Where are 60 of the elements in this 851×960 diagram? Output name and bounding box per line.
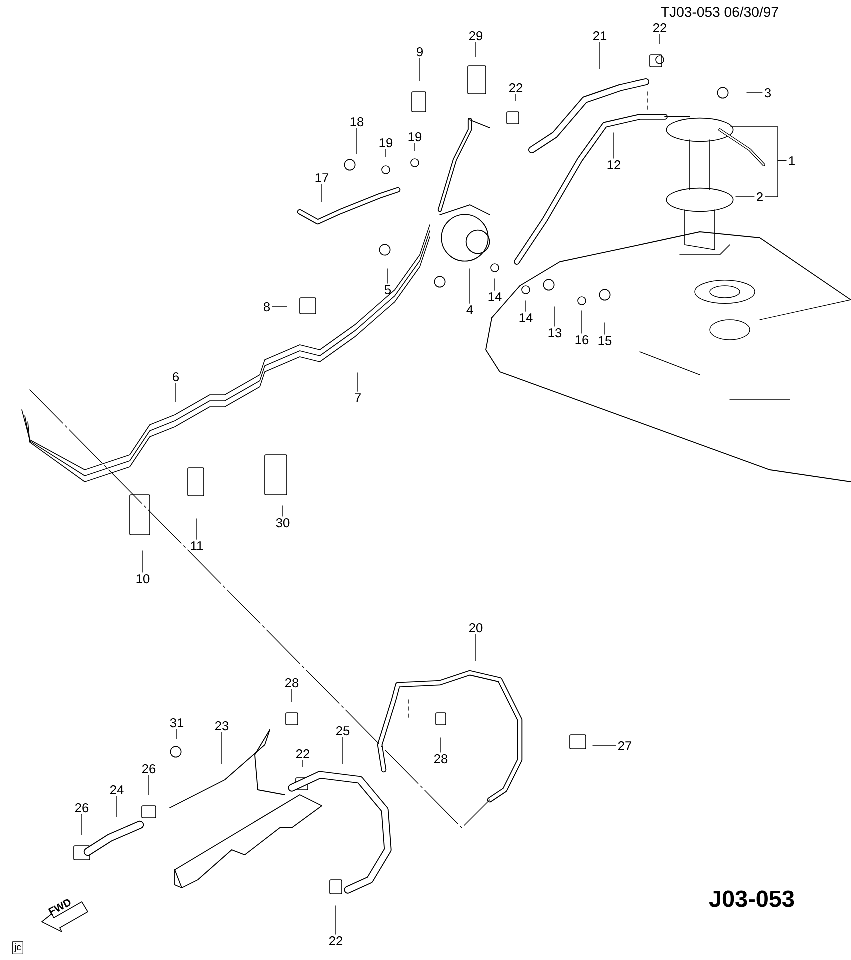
callout-number: 19: [380, 138, 393, 148]
leader-line: [494, 278, 496, 291]
leader-line: [302, 760, 304, 768]
callout-number: 21: [593, 32, 607, 40]
callout-number: 22: [329, 936, 343, 946]
leader-line: [736, 196, 755, 198]
header-label: TJ03-053 06/30/97: [661, 6, 778, 18]
callout-number: 29: [469, 31, 483, 41]
leader-line: [765, 160, 787, 198]
leader-line: [414, 143, 416, 152]
leader-line: [440, 738, 442, 753]
callout-number: 3: [764, 88, 772, 98]
leader-line: [116, 796, 118, 818]
callout-number: 14: [520, 314, 533, 322]
callout-number: 31: [170, 718, 184, 728]
leader-line: [746, 92, 763, 94]
leader-line: [356, 128, 358, 154]
callout-number: 1: [789, 156, 795, 166]
leader-line: [196, 518, 198, 540]
leader-line: [342, 737, 344, 764]
callout-number: 16: [576, 335, 589, 345]
leader-line: [272, 306, 288, 308]
callout-number: 7: [355, 394, 361, 402]
callout-number: 8: [264, 302, 270, 312]
callout-number: 13: [548, 328, 562, 338]
callout-number: 23: [215, 721, 229, 731]
callout-number: 19: [408, 132, 422, 142]
leader-line: [554, 306, 556, 327]
callout-number: 28: [434, 754, 448, 764]
leader-line: [604, 322, 606, 335]
callout-number: 9: [417, 47, 423, 57]
leader-line: [142, 550, 144, 573]
callout-number: 26: [75, 803, 89, 813]
callout-number: 30: [276, 518, 290, 528]
figure-number: J03-053: [709, 890, 794, 908]
callout-number: 22: [509, 84, 523, 92]
callout-number: 22: [653, 24, 667, 32]
callout-number: 20: [469, 623, 483, 633]
callout-number: 4: [466, 306, 474, 314]
callout-number: 24: [110, 786, 124, 794]
callout-number: 22: [296, 750, 310, 758]
callout-number: 25: [336, 726, 350, 736]
callout-number: 10: [136, 574, 150, 584]
callout-number: 17: [316, 174, 329, 182]
callout-number: 11: [191, 542, 204, 550]
callout-number: 2: [757, 192, 763, 202]
leader-line: [176, 729, 178, 740]
code-label: jc: [12, 942, 24, 954]
leader-line: [148, 775, 150, 796]
callout-number: 27: [618, 742, 632, 750]
leader-line: [282, 506, 284, 517]
callout-number: 12: [608, 160, 621, 170]
callout-number: 26: [142, 764, 156, 774]
callout-number: 5: [384, 286, 392, 294]
callout-number: 18: [350, 117, 364, 127]
callout-number: 28: [285, 678, 299, 688]
callout-number: 14: [488, 292, 502, 302]
direction-label: FWD: [48, 900, 71, 916]
callout-number: 15: [598, 336, 612, 346]
callout-number: 6: [173, 372, 180, 382]
